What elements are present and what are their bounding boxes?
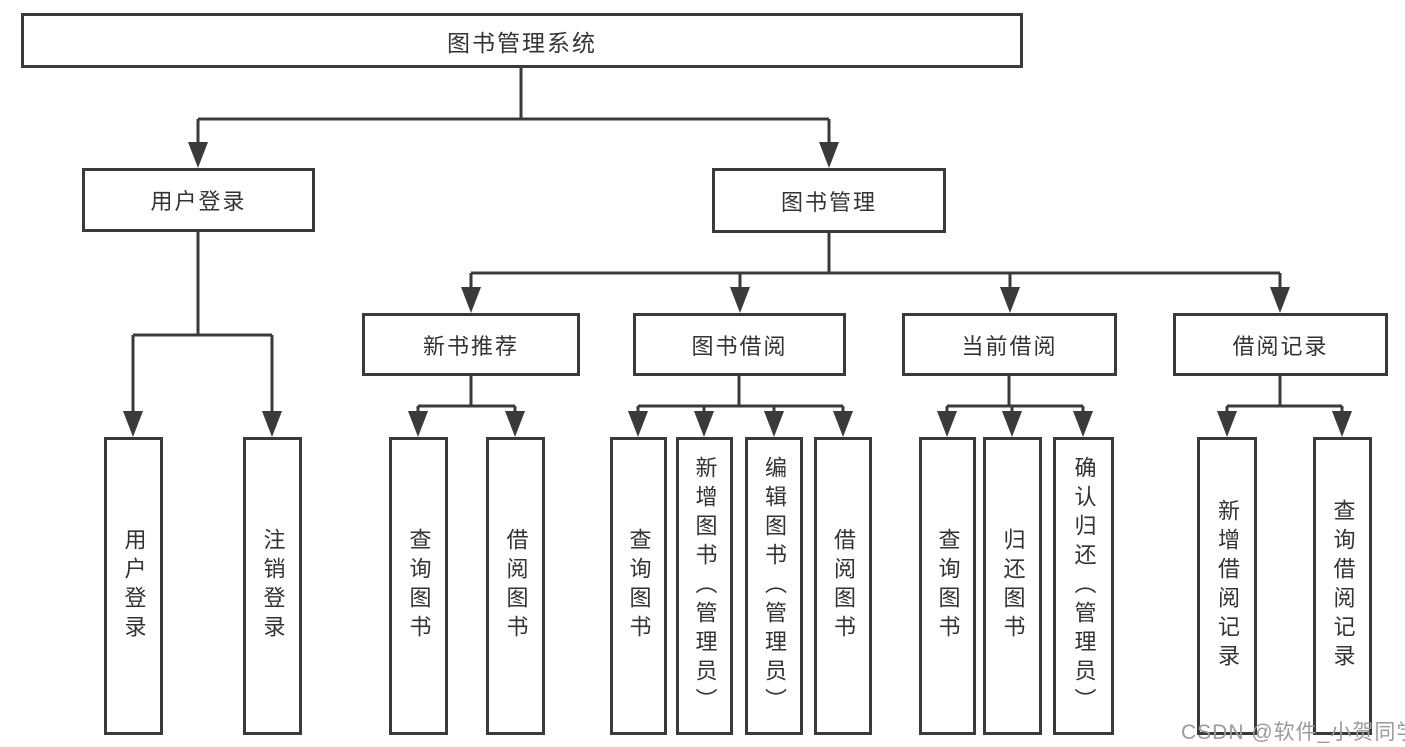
leaf-label: 借阅图书 [831, 528, 856, 644]
leaf-label: 查询图书 [406, 528, 432, 644]
leaf-query-borrow-record: 查询借阅记录 [1313, 437, 1372, 735]
leaf-add-book-admin: 新增图书（管理员） [676, 437, 733, 735]
node-current-borrow: 当前借阅 [902, 313, 1117, 376]
node-label: 新书推荐 [422, 333, 519, 359]
leaf-label: 归还图书 [1000, 528, 1026, 644]
node-root-system: 图书管理系统 [21, 13, 1023, 68]
leaf-return-books: 归还图书 [983, 437, 1042, 735]
leaf-borrow-books-recommend: 借阅图书 [486, 437, 545, 735]
leaf-query-books-borrow: 查询图书 [610, 437, 667, 735]
leaf-label: 用户登录 [121, 528, 147, 644]
leaf-label: 借阅图书 [503, 528, 529, 644]
leaf-label: 确认归还（管理员） [1071, 455, 1097, 717]
node-label: 图书管理系统 [447, 29, 597, 56]
leaf-label: 编辑图书（管理员） [762, 455, 787, 717]
node-label: 用户登录 [150, 189, 247, 214]
leaf-label: 注销登录 [260, 528, 286, 644]
leaf-label: 查询图书 [935, 528, 961, 644]
node-label: 图书管理 [780, 189, 877, 215]
node-new-book-recommend: 新书推荐 [362, 313, 580, 376]
node-user-login: 用户登录 [82, 168, 315, 232]
leaf-label: 查询借阅记录 [1330, 499, 1356, 673]
node-book-management: 图书管理 [712, 168, 946, 233]
node-book-borrow: 图书借阅 [633, 313, 846, 376]
leaf-edit-book-admin: 编辑图书（管理员） [745, 437, 803, 735]
leaf-borrow-books: 借阅图书 [814, 437, 872, 735]
node-borrow-record: 借阅记录 [1173, 313, 1388, 376]
csdn-watermark: CSDN @软件_小贺同学 [1181, 721, 1405, 744]
leaf-query-books-current: 查询图书 [919, 437, 976, 735]
node-label: 借阅记录 [1232, 333, 1329, 359]
leaf-confirm-return-admin: 确认归还（管理员） [1053, 437, 1114, 735]
leaf-user-login: 用户登录 [104, 437, 163, 735]
leaf-logout: 注销登录 [243, 437, 302, 735]
leaf-label: 新增借阅记录 [1215, 499, 1240, 673]
leaf-query-books-recommend: 查询图书 [389, 437, 448, 735]
leaf-label: 新增图书（管理员） [692, 455, 718, 717]
node-label: 图书借阅 [691, 333, 788, 359]
leaf-label: 查询图书 [626, 528, 652, 644]
leaf-add-borrow-record: 新增借阅记录 [1197, 437, 1257, 735]
node-label: 当前借阅 [961, 333, 1058, 359]
